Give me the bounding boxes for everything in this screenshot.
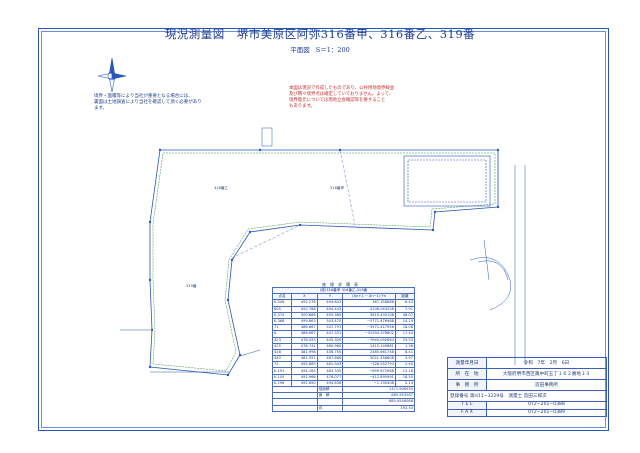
disclaimer-line: 本図は現況で作成したものであり、公共用地境界線並 [289,86,395,91]
survey-date-label: 測量年月日 [447,357,487,369]
drawing-subtitle: 平面図 S＝1：200 [0,44,640,54]
coord-cell [272,404,318,412]
registration-value: 登録番号 第H11−3229号 測量士 造田三郎次 [447,390,607,402]
fax-row: F A X 072−201−0389 [447,408,607,418]
tel-row: T E L 072−201−0388 [447,401,607,410]
parcel-label: 316番乙 [214,186,229,190]
drawing-frame-inner [41,31,606,428]
location-row: 所 在 地 大阪府堺市西区鳳中町五丁１６２番地１３ [447,368,607,380]
coord-total-value: 192.33 [342,404,415,412]
title-block: 測量年月日 令和 7年 2月 6日 所 在 地 大阪府堺市西区鳳中町五丁１６２番… [447,357,607,418]
tel-value: 072−201−0388 [486,401,607,410]
survey-date-row: 測量年月日 令和 7年 2月 6日 [447,357,607,369]
coord-table-caption: 座 標 求 積 表 [322,282,358,287]
office-row: 事 務 所 造田事務所 [447,379,607,391]
survey-points [148,148,500,377]
disclaimer-note: 本図は現況で作成したものであり、公共用地境界線並 及び隣々境界点は確定していてお… [289,86,421,110]
disclaimer-line: 及び隣々境界点は確定していておりません。よって、 [289,92,394,97]
building-outline [403,155,491,207]
fax-label: F A X [447,408,487,418]
boundary-note-line: 裏面は土地調査により当社を確認して頂く必要があります。 [94,100,202,111]
plan-scale: S＝1：200 [315,46,350,54]
structure-box [261,127,273,147]
disclaimer-line: 境界復元については現地立会確認等を要すること [289,98,386,103]
location-value: 大阪府堺市西区鳳中町五丁１６２番地１３ [486,368,607,380]
parcel-label: 319番 [186,284,197,288]
drawing-title: 現況測量図 堺市美原区阿弥316番甲、316番乙、319番 [164,27,476,41]
plan-kind: 平面図 [290,46,310,54]
registration-row: 登録番号 第H11−3229号 測量士 造田三郎次 [447,390,607,402]
disclaimer-line: もあります。 [289,104,315,109]
office-value: 造田事務所 [486,379,607,391]
drawing-frame [38,28,609,431]
boundary-note: 境界・面積等により当社が重要となる場合には、 裏面は土地調査により当社を確認して… [94,94,204,112]
road-curves [120,165,526,373]
parcel-boundary-green [152,152,496,372]
office-label: 事 務 所 [447,379,487,391]
tel-label: T E L [447,401,487,410]
north-arrow-icon [97,57,127,93]
boundary-note-line: 境界・面積等により当社が重要となる場合には、 [94,94,193,99]
parcel-label: 316番甲 [330,186,345,190]
coord-total-label: 坪 [316,404,344,412]
survey-date-value: 令和 7年 2月 6日 [486,357,607,369]
parcel-dividers [231,149,356,259]
location-label: 所 在 地 [447,368,487,380]
fax-value: 072−201−0389 [486,408,607,418]
